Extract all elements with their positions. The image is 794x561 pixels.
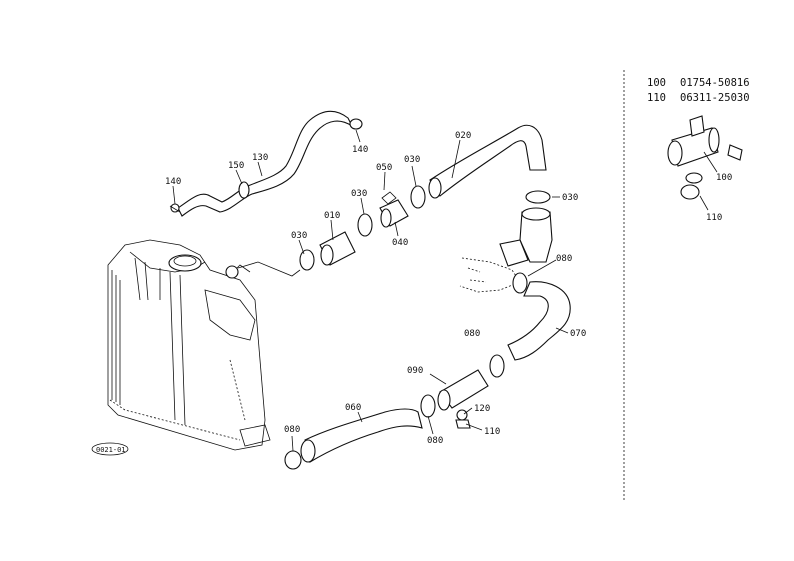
hose-chain-upper <box>237 124 553 277</box>
callout-labels: 020 030 030 050 030 010 040 030 140 150 … <box>165 131 732 446</box>
callout-050: 050 <box>376 163 392 173</box>
callout-070: 070 <box>570 329 586 339</box>
callout-030: 030 <box>351 189 367 199</box>
parts-list: 100 01754-50816 110 06311-25030 <box>647 77 750 104</box>
parts-list-partno-100: 01754-50816 <box>680 77 750 89</box>
callout-110: 110 <box>484 427 500 437</box>
pipe-130 <box>169 110 363 217</box>
diagram-stamp: 0021-01 <box>91 442 129 456</box>
hose-070 <box>489 272 571 378</box>
callout-020: 020 <box>455 131 471 141</box>
callout-030: 030 <box>562 193 578 203</box>
callout-080: 080 <box>464 329 480 339</box>
callout-010: 010 <box>324 211 340 221</box>
callout-080: 080 <box>427 436 443 446</box>
callout-040: 040 <box>392 238 408 248</box>
callout-100: 100 <box>716 173 732 183</box>
callout-080: 080 <box>284 425 300 435</box>
radiator <box>107 239 271 451</box>
parts-list-ref-110: 110 <box>647 92 666 104</box>
leader-lines <box>172 129 718 452</box>
callout-150: 150 <box>228 161 244 171</box>
callout-110: 110 <box>706 213 722 223</box>
callout-030: 030 <box>291 231 307 241</box>
callout-140: 140 <box>352 145 368 155</box>
callout-120: 120 <box>474 404 490 414</box>
parts-list-partno-110: 06311-25030 <box>680 92 750 104</box>
callout-140: 140 <box>165 177 181 187</box>
thermostat-housing <box>459 239 529 293</box>
inset-parts <box>667 115 743 200</box>
parts-list-ref-100: 100 <box>647 77 666 89</box>
callout-060: 060 <box>345 403 361 413</box>
callout-090: 090 <box>407 366 423 376</box>
stamp-text: 0021-01 <box>96 446 126 454</box>
callout-030: 030 <box>404 155 420 165</box>
callout-130: 130 <box>252 153 268 163</box>
hose-lower <box>284 369 489 470</box>
callout-080: 080 <box>556 254 572 264</box>
